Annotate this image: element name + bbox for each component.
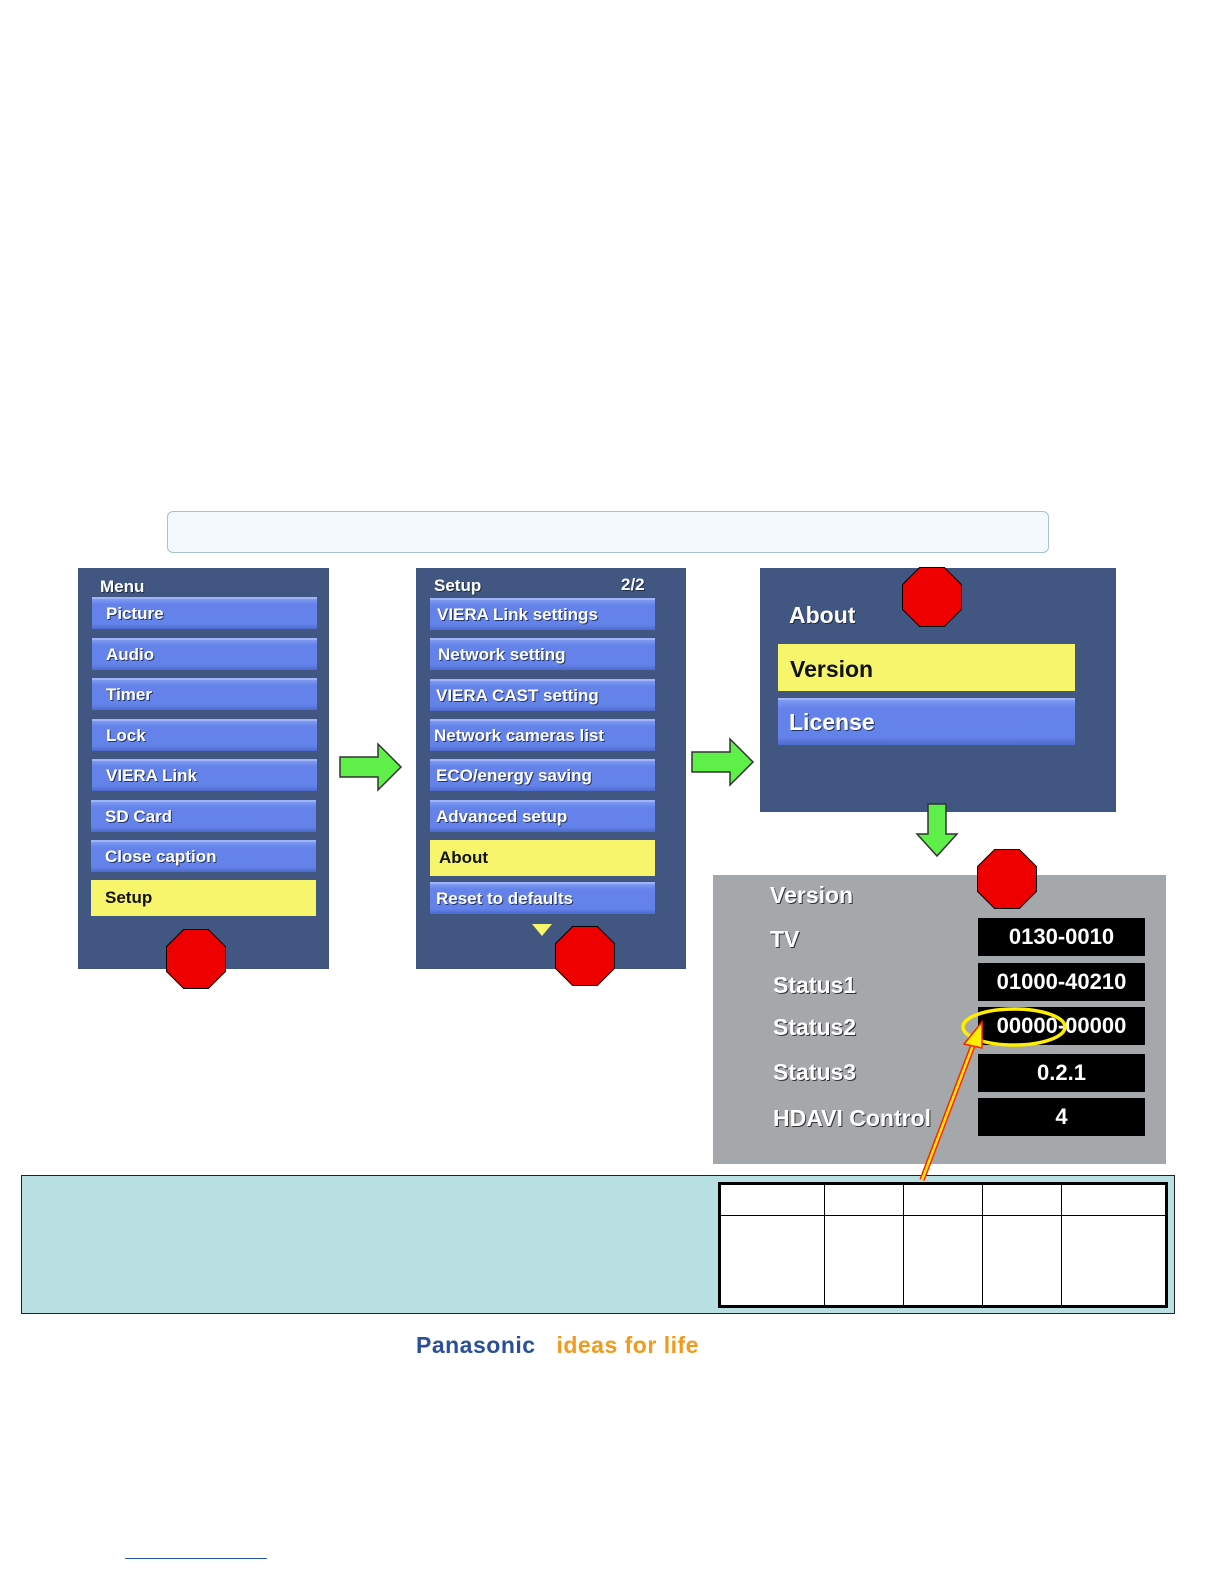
about-item-version[interactable]: Version — [778, 644, 1075, 691]
version-value-status3: 0.2.1 — [978, 1054, 1145, 1092]
menu-item-lock[interactable]: Lock — [92, 719, 317, 751]
setup-title: Setup — [434, 576, 482, 595]
menu-title: Menu — [100, 577, 145, 596]
grid-cell — [824, 1183, 905, 1216]
arrow-right-icon — [691, 737, 755, 787]
setup-item-about[interactable]: About — [430, 840, 655, 876]
setup-page-indicator: 2/2 — [621, 575, 645, 594]
grid-cell — [981, 1183, 1062, 1216]
version-value-tv: 0130-0010 — [978, 918, 1145, 956]
menu-item-close-caption[interactable]: Close caption — [91, 840, 316, 872]
setup-item-viera-link-settings[interactable]: VIERA Link settings — [430, 598, 655, 630]
grid-cell — [903, 1183, 983, 1216]
menu-item-viera-link[interactable]: VIERA Link — [92, 759, 317, 791]
version-title: Version — [770, 882, 854, 908]
version-value-status2: 00000-00000 — [978, 1007, 1145, 1045]
brand-name: Panasonic — [416, 1332, 536, 1358]
footer-rule — [125, 1558, 267, 1559]
menu-item-picture[interactable]: Picture — [92, 597, 317, 629]
grid-cell — [824, 1215, 905, 1307]
menu-panel: Menu Picture Audio Timer Lock VIERA Link… — [78, 568, 329, 969]
about-item-license[interactable]: License — [778, 698, 1075, 745]
header-bar — [167, 511, 1049, 553]
grid-cell — [718, 1183, 826, 1216]
brand-logo: Panasonic ideas for life — [416, 1332, 699, 1359]
highlight-callout — [919, 1007, 1067, 1181]
grid-cell — [1060, 1183, 1168, 1216]
setup-item-eco-energy-saving[interactable]: ECO/energy saving — [430, 759, 655, 791]
status-grid — [718, 1182, 1168, 1308]
stop-marker-3-fill — [903, 568, 961, 626]
setup-panel: Setup 2/2 VIERA Link settings Network se… — [416, 568, 686, 969]
setup-item-reset-to-defaults[interactable]: Reset to defaults — [430, 882, 655, 914]
setup-item-advanced-setup[interactable]: Advanced setup — [430, 800, 655, 832]
version-label-tv: TV — [770, 926, 800, 952]
grid-cell — [981, 1215, 1062, 1307]
about-title: About — [789, 602, 856, 628]
grid-cell — [1060, 1215, 1168, 1307]
menu-item-audio[interactable]: Audio — [92, 638, 317, 670]
grid-cell — [903, 1215, 983, 1307]
version-label-status1: Status1 — [773, 972, 857, 998]
brand-tagline: ideas for life — [556, 1332, 699, 1358]
version-value-status1: 01000-40210 — [978, 963, 1145, 1001]
menu-item-setup[interactable]: Setup — [91, 880, 316, 916]
setup-item-network-setting[interactable]: Network setting — [430, 638, 655, 670]
version-value-hdavi-control: 4 — [978, 1098, 1145, 1136]
version-label-status3: Status3 — [773, 1059, 857, 1085]
stop-marker-4-fill — [978, 850, 1036, 908]
grid-cell — [718, 1215, 826, 1307]
scroll-down-icon[interactable] — [530, 923, 554, 937]
stop-marker-1-fill — [167, 930, 225, 988]
arrow-down-icon — [915, 803, 959, 858]
setup-item-viera-cast-setting[interactable]: VIERA CAST setting — [430, 679, 655, 711]
menu-item-sd-card[interactable]: SD Card — [91, 800, 316, 832]
menu-item-timer[interactable]: Timer — [92, 678, 317, 710]
version-label-status2: Status2 — [773, 1014, 857, 1040]
about-panel: About Version License — [760, 568, 1116, 812]
arrow-right-icon — [339, 742, 403, 792]
stop-marker-2-fill — [556, 927, 614, 985]
version-label-hdavi-control: HDAVI Control — [773, 1105, 932, 1131]
setup-item-network-cameras-list[interactable]: Network cameras list — [430, 719, 655, 751]
